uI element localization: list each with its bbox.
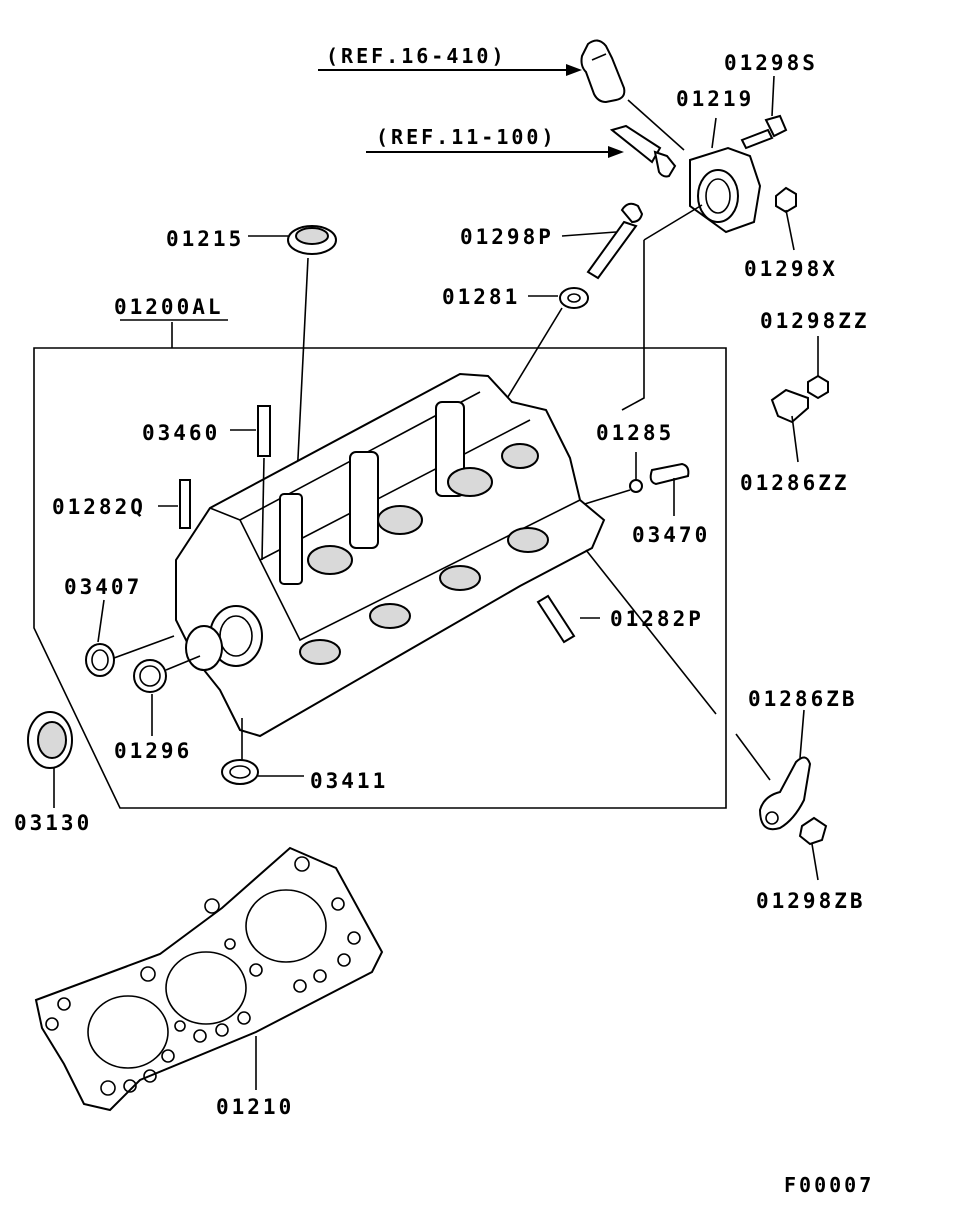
arrow-head-icon — [566, 64, 582, 76]
label-03130: 03130 — [14, 811, 92, 835]
label-01215: 01215 — [166, 227, 244, 251]
housing-01219 — [621, 117, 762, 411]
plug-01296 — [133, 655, 201, 736]
arrow-head-icon — [608, 146, 624, 158]
label-03407: 03407 — [64, 575, 142, 599]
washer-01281 — [499, 287, 589, 411]
label-01298zb: 01298ZB — [756, 889, 866, 913]
plug-part — [609, 124, 677, 178]
sensor-part — [580, 39, 685, 151]
label-01298s: 01298S — [724, 51, 818, 75]
label-01286zb: 01286ZB — [748, 687, 858, 711]
label-01282p: 01282P — [610, 607, 704, 631]
seal-03411 — [221, 718, 304, 785]
label-01200al: 01200AL — [114, 295, 224, 319]
head-gasket-01210 — [34, 846, 384, 1112]
label-01281: 01281 — [442, 285, 520, 309]
label-01296: 01296 — [114, 739, 192, 763]
figure-code: F00007 — [784, 1173, 874, 1197]
cap-03407 — [85, 599, 175, 677]
bolt-01298p — [561, 202, 644, 280]
cylinder-head-part — [175, 372, 606, 738]
bracket-01286zz — [770, 336, 829, 463]
label-01285: 01285 — [596, 421, 674, 445]
part-labels: 01298S 01219 01298X 01215 01298P 01281 0… — [14, 51, 870, 1119]
bolt-01298x — [775, 186, 797, 251]
assembly-frame-01200al — [33, 319, 727, 809]
oil-seal-03130 — [27, 711, 73, 808]
pin-03460 — [230, 429, 265, 561]
ref-16-410-label: (REF.16-410) — [326, 44, 507, 68]
valve-row — [299, 443, 549, 665]
ref-16-410-callout: (REF.16-410) — [318, 44, 582, 76]
label-01298x: 01298X — [744, 257, 838, 281]
seal-01215 — [248, 225, 337, 499]
label-01282q: 01282Q — [52, 495, 146, 519]
ref-11-100-callout: (REF.11-100) — [366, 125, 624, 158]
label-03470: 03470 — [632, 523, 710, 547]
label-03460: 03460 — [142, 421, 220, 445]
ref-11-100-label: (REF.11-100) — [376, 125, 557, 149]
label-01286zz: 01286ZZ — [740, 471, 850, 495]
stud-01282p — [536, 549, 717, 715]
label-01219: 01219 — [676, 87, 754, 111]
label-01298p: 01298P — [460, 225, 554, 249]
bolt-01298s — [740, 75, 788, 150]
label-01298zz: 01298ZZ — [760, 309, 870, 333]
label-03411: 03411 — [310, 769, 388, 793]
stud-01282q — [158, 479, 191, 529]
bracket-01286zb — [735, 709, 828, 881]
label-01210: 01210 — [216, 1095, 294, 1119]
gasket-holes — [45, 856, 361, 1096]
